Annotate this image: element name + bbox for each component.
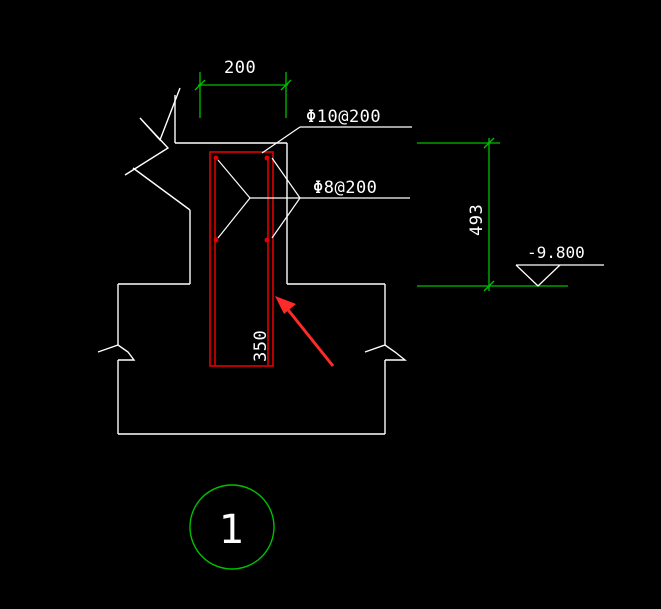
break-symbol-right [364,344,407,361]
leader-main-diagonal [261,126,301,154]
rebar-dot-bottom-right [264,237,270,243]
rebar-cage [209,151,274,367]
label-height-dim: 493 [467,204,487,236]
label-elevation: -9.800 [527,243,585,262]
leader-fan-4 [271,197,301,239]
dim-right-tick-bottom [483,280,495,292]
detail-circle [189,484,275,570]
red-arrow [275,296,335,367]
elevation-marker [515,264,604,287]
leader-fan-2 [217,197,251,239]
label-rebar-stirrup: Φ8@200 [313,178,377,198]
dim-right-tick-top [483,137,495,149]
leader-fan-3 [271,157,301,199]
rebar-dot-top-left [213,155,219,161]
rebar-stirrup-outline [209,151,274,367]
leader-lines [217,126,412,239]
rebar-dots [213,155,270,243]
slab-haunch-edge [132,167,191,211]
dimension-lines [194,72,568,292]
rebar-dot-top-right [264,155,270,161]
slab-break-zigzag [124,87,181,176]
detail-number-label: 1 [219,507,244,553]
elevation-triangle [515,264,561,287]
dim-top-tick-left [194,79,206,91]
red-arrow-head [275,296,296,314]
rebar-dot-bottom-left [213,237,219,243]
dim-top-tick-right [280,79,292,91]
red-arrow-shaft [283,305,335,367]
leader-fan-1 [217,159,251,199]
label-base-width: 350 [251,330,271,362]
concrete-outline [97,87,407,435]
break-symbol-left [97,344,136,361]
label-top-width: 200 [224,58,256,78]
label-rebar-main: Φ10@200 [306,107,381,127]
